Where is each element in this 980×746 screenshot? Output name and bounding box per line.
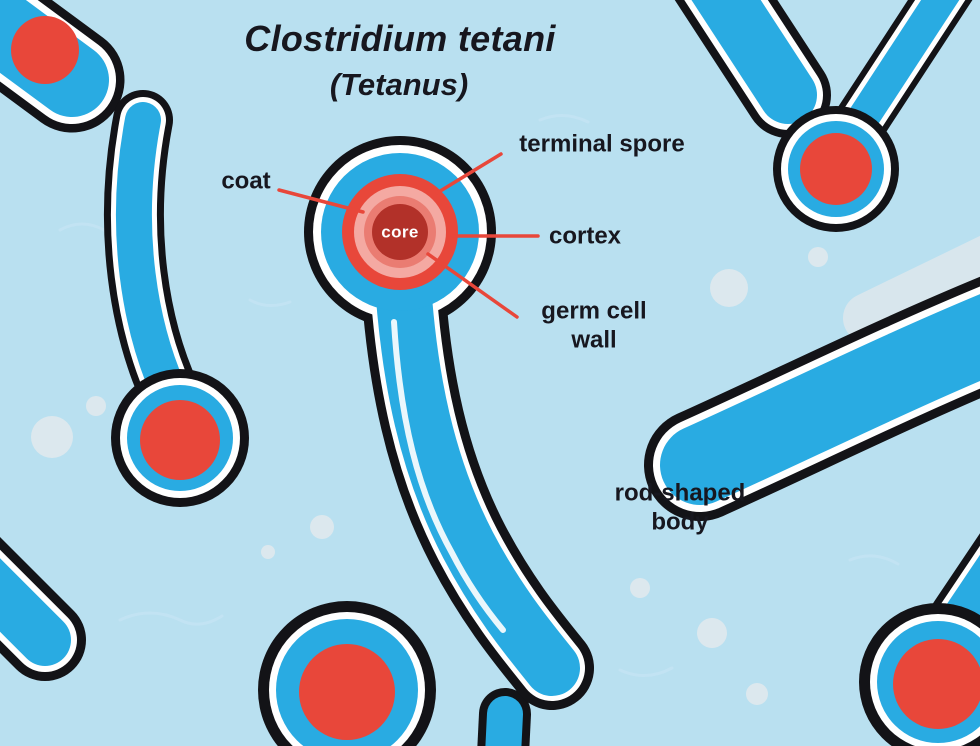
label-terminal-spore: terminal spore: [519, 130, 685, 158]
tail-fill: [834, 0, 960, 154]
bubble: [710, 269, 748, 307]
main-tail-highlight: [391, 319, 506, 633]
texture-squiggle: [618, 666, 674, 677]
label-core: core: [381, 222, 419, 242]
label-coat: coat: [221, 167, 271, 195]
bubble: [746, 683, 768, 705]
spore: [893, 639, 980, 729]
background-bubbles: [31, 247, 876, 705]
bubble: [310, 515, 334, 539]
bubble: [697, 618, 727, 648]
rod-fill: [0, 558, 71, 666]
spore-core: [372, 204, 428, 260]
bacterium-round-bottom: [258, 601, 436, 746]
texture-squiggle: [248, 298, 292, 307]
tail-fill: [115, 102, 190, 416]
bacterium-rod-top-right: [674, 0, 831, 138]
spore: [140, 400, 220, 480]
diagram-subtitle: (Tetanus): [329, 67, 469, 103]
leader-line-terminal-spore: [435, 152, 503, 195]
texture-squiggle: [118, 611, 224, 626]
label-cortex: cortex: [548, 222, 622, 250]
leader-line-germ-cell-wall: [426, 252, 519, 319]
background-texture: [58, 114, 900, 677]
texture-squiggle: [848, 554, 900, 566]
bacterium-rod-right-large: [644, 276, 980, 521]
light-rod: [843, 235, 980, 343]
leader-line-coat: [277, 188, 365, 214]
bacterium-drumstick-left: [103, 90, 249, 507]
label-germ-cell-wall: germ cell wall: [541, 297, 647, 354]
tail-fill: [941, 554, 980, 635]
bacterium-rod-bottom-small: [477, 688, 531, 746]
bacterium-drumstick-right: [773, 0, 973, 232]
bubble: [31, 416, 73, 458]
label-rod-shaped-body: rod-shaped body: [614, 479, 746, 536]
bacterium-rod-top-left: [0, 0, 125, 133]
rod-fill: [660, 294, 980, 505]
bubble: [261, 545, 275, 559]
rod-fill: [691, 0, 817, 124]
diagram-title: Clostridium tetani: [244, 18, 556, 60]
texture-squiggle: [58, 222, 106, 232]
bubble: [86, 396, 106, 416]
bacterium-rod-bottom-left: [0, 537, 86, 681]
bacterium-drumstick-bottom-right: [859, 533, 980, 746]
bubble: [630, 578, 650, 598]
texture-squiggle: [538, 114, 590, 124]
spore: [299, 644, 395, 740]
spore: [11, 16, 79, 84]
bubble: [808, 247, 828, 267]
terminal-spore-layers: [342, 174, 458, 290]
spore: [800, 133, 872, 205]
main-tail-fill: [374, 240, 580, 696]
rod-fill: [485, 696, 523, 746]
leader-lines: [277, 152, 540, 319]
